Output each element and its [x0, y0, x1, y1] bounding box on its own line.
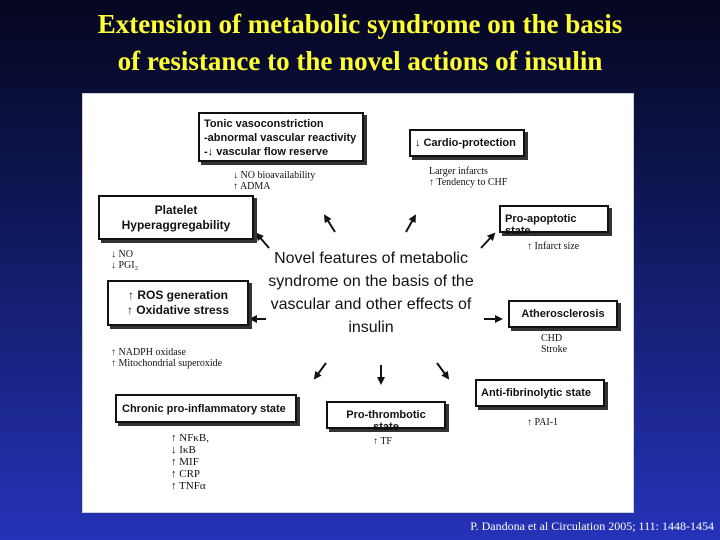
tonic-note-2: ↑ ADMA	[233, 181, 271, 192]
arrow-to-platelet	[255, 232, 270, 249]
atherosclerosis-box: Atherosclerosis	[508, 300, 618, 328]
athero-notes: CHD Stroke	[541, 333, 567, 355]
cardio-label: ↓ Cardio-protection	[415, 137, 516, 149]
platelet-line-1: Platelet	[154, 203, 198, 217]
cardio-note-1: Larger infarcts	[429, 166, 488, 177]
ros-notes: ↑ NADPH oxidase ↑ Mitochondrial superoxi…	[111, 347, 222, 369]
inflam-label: Chronic pro-inflammatory state	[122, 403, 286, 415]
tonic-vasoconstriction-box: Tonic vasoconstriction -abnormal vascula…	[198, 112, 364, 162]
tonic-note-1: ↓ NO bioavailability	[233, 170, 316, 181]
inflam-note-1: ↑ NFκB,	[171, 432, 209, 444]
center-line-2: syndrome on the basis of the	[268, 273, 474, 290]
slide-title: Extension of metabolic syndrome on the b…	[0, 6, 720, 80]
pro-apoptotic-box: Pro-apoptotic state	[499, 205, 609, 237]
inflam-note-5: ↑ TNFα	[171, 480, 206, 492]
cardio-note-2: ↑ Tendency to CHF	[429, 177, 508, 188]
pro-thrombotic-box: Pro-thrombotic state	[326, 401, 446, 433]
platelet-note-1: ↓ NO	[111, 249, 133, 260]
platelet-box: Platelet Hyperaggregability	[98, 195, 254, 240]
chronic-proinflammatory-box: Chronic pro-inflammatory state	[115, 394, 297, 423]
center-line-1: Novel features of metabolic	[274, 250, 468, 267]
tonic-line-2: -abnormal vascular reactivity	[204, 132, 357, 144]
platelet-notes: ↓ NO ↓ PGI₂	[111, 249, 138, 271]
inflam-note-2: ↓ IκB	[171, 444, 196, 456]
inflam-note-3: ↑ MIF	[171, 456, 199, 468]
ros-note-1: ↑ NADPH oxidase	[111, 347, 186, 358]
thrombotic-note-1: ↑ TF	[373, 436, 392, 447]
arrow-to-inflam	[313, 362, 327, 380]
ros-line-1: ↑ ROS generation	[127, 288, 228, 302]
ros-line-2: ↑ Oxidative stress	[126, 303, 230, 317]
cardio-protection-box: ↓ Cardio-protection	[409, 129, 525, 157]
tonic-notes: ↓ NO bioavailability ↑ ADMA	[233, 170, 315, 192]
thrombotic-notes: ↑ TF	[373, 436, 392, 447]
tonic-line-1: Tonic vasoconstriction	[204, 118, 324, 130]
athero-label: Atherosclerosis	[521, 308, 605, 320]
arrow-to-tonic	[323, 214, 336, 233]
athero-note-2: Stroke	[541, 344, 568, 355]
tonic-line-3: -↓ vascular flow reserve	[204, 146, 329, 158]
inflam-note-4: ↑ CRP	[171, 468, 201, 480]
apoptotic-note-1: ↑ Infarct size	[527, 241, 580, 252]
cardio-notes: Larger infarcts ↑ Tendency to CHF	[429, 166, 507, 188]
fibrinolytic-label: Anti-fibrinolytic state	[481, 387, 592, 399]
athero-note-1: CHD	[541, 333, 563, 344]
title-line-2: of resistance to the novel actions of in…	[117, 46, 603, 76]
arrow-to-apoptotic	[480, 232, 496, 249]
anti-fibrinolytic-box: Anti-fibrinolytic state	[475, 379, 605, 407]
arrow-to-cardio	[405, 214, 416, 233]
thrombotic-label: Pro-thrombotic state	[346, 409, 426, 433]
title-line-1: Extension of metabolic syndrome on the b…	[97, 9, 623, 39]
apoptotic-label: Pro-apoptotic state	[505, 213, 577, 237]
fibrinolytic-note-1: ↑ PAI-1	[527, 417, 559, 428]
fibrinolytic-notes: ↑ PAI-1	[527, 417, 558, 428]
arrow-to-fibrinolytic	[436, 362, 450, 380]
arrows-layer	[249, 214, 503, 385]
platelet-line-2: Hyperaggregability	[121, 218, 231, 232]
apoptotic-notes: ↑ Infarct size	[527, 241, 579, 252]
diagram-panel: Novel features of metabolic syndrome on …	[82, 93, 634, 513]
center-text: Novel features of metabolic syndrome on …	[261, 247, 481, 339]
center-line-3: vascular and other effects of	[270, 296, 472, 313]
platelet-note-2: ↓ PGI₂	[111, 260, 139, 271]
center-line-4: insulin	[348, 319, 394, 336]
ros-note-2: ↑ Mitochondrial superoxide	[111, 358, 223, 369]
citation: P. Dandona et al Circulation 2005; 111: …	[470, 519, 714, 533]
inflam-notes: ↑ NFκB, ↓ IκB ↑ MIF ↑ CRP ↑ TNFα	[171, 432, 209, 492]
ros-generation-box: ↑ ROS generation ↑ Oxidative stress	[107, 280, 249, 326]
